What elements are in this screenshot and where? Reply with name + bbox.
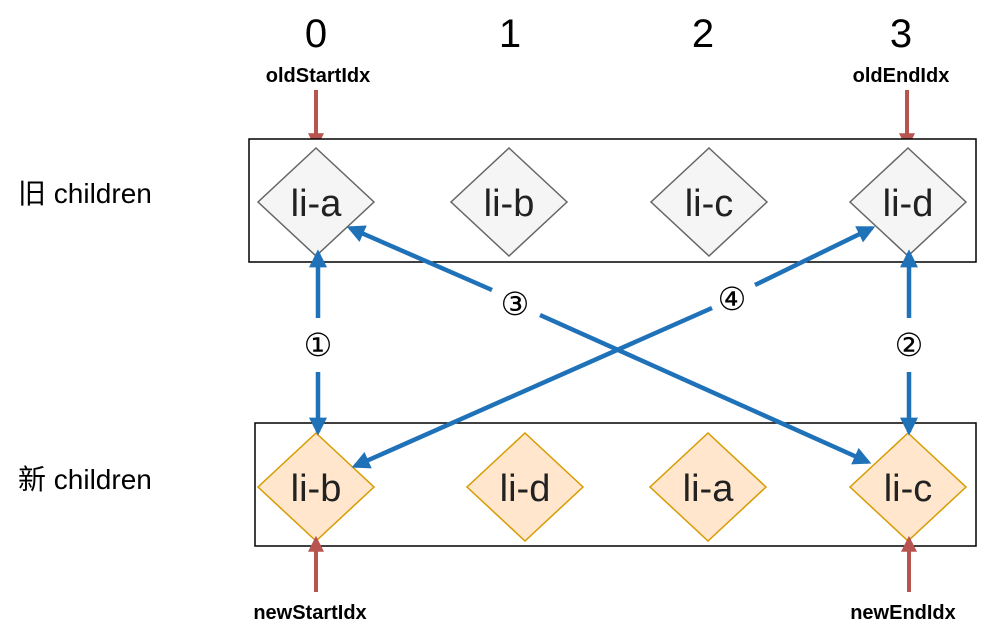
new-children-label: 新 children bbox=[18, 464, 152, 495]
old-node-li-d: li-d bbox=[848, 146, 968, 258]
old-children-label: 旧 children bbox=[18, 178, 152, 209]
compare-arrow-3-lower bbox=[539, 312, 872, 465]
index-label-2: 2 bbox=[692, 12, 714, 56]
old-node-label: li-b bbox=[484, 183, 535, 225]
compare-arrow-4-lower bbox=[351, 305, 713, 469]
old-node-label: li-c bbox=[685, 183, 734, 225]
new-start-pointer-label: newStartIdx bbox=[253, 602, 366, 624]
new-node-label: li-c bbox=[884, 468, 933, 510]
old-node-li-c: li-c bbox=[649, 146, 769, 258]
new-end-pointer-label: newEndIdx bbox=[850, 602, 956, 624]
index-label-3: 3 bbox=[890, 12, 912, 56]
new-node-label: li-b bbox=[291, 468, 342, 510]
step-2-label: ② bbox=[895, 326, 924, 364]
old-node-li-b: li-b bbox=[449, 146, 569, 258]
old-start-pointer-label: oldStartIdx bbox=[266, 65, 370, 87]
new-node-li-b: li-b bbox=[256, 431, 376, 543]
new-node-li-c: li-c bbox=[848, 431, 968, 543]
new-node-label: li-d bbox=[500, 468, 551, 510]
step-3-label: ③ bbox=[501, 285, 530, 323]
compare-arrow-4-upper bbox=[754, 225, 876, 288]
compare-arrow-3-upper bbox=[346, 225, 493, 293]
old-node-label: li-d bbox=[883, 183, 934, 225]
step-1-label: ① bbox=[304, 326, 333, 364]
old-node-label: li-a bbox=[291, 183, 343, 225]
step-4-label: ④ bbox=[718, 280, 747, 318]
new-node-label: li-a bbox=[683, 468, 735, 510]
new-node-li-a: li-a bbox=[648, 431, 768, 543]
index-label-1: 1 bbox=[499, 12, 521, 56]
index-label-0: 0 bbox=[305, 12, 327, 56]
old-end-pointer-label: oldEndIdx bbox=[853, 65, 950, 87]
new-node-li-d: li-d bbox=[465, 431, 585, 543]
